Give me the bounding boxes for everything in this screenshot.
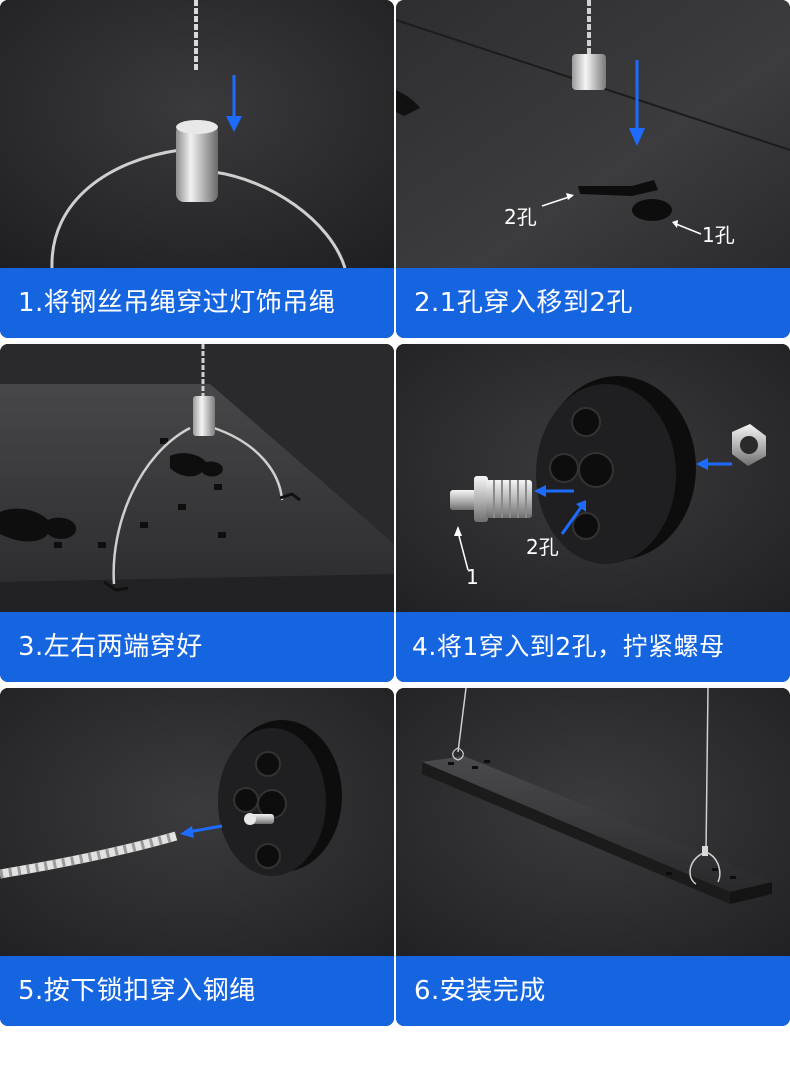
linear-lamp (422, 756, 772, 904)
hole-1-label: 1孔 (702, 223, 735, 247)
page-bottom-margin (0, 1032, 790, 1078)
step-1-card: 1.将钢丝吊绳穿过灯饰吊绳 (0, 0, 394, 338)
suspension-cable (705, 688, 709, 853)
step-6-card: 6.安装完成 (396, 688, 790, 1026)
step-5-caption: 5.按下锁扣穿入钢绳 (0, 956, 394, 1026)
step-3-illustration (0, 344, 394, 612)
crimp-sleeve (193, 396, 215, 436)
step-4-card: 2孔 1 4.将1穿入到2孔，拧紧螺母 (396, 344, 790, 682)
hole-2-label: 2孔 (526, 535, 559, 559)
step-4-illustration: 2孔 1 (396, 344, 790, 612)
crimp-sleeve (572, 54, 606, 90)
left-arrow-icon (534, 485, 574, 497)
left-arrow-icon (180, 824, 223, 838)
step-5-card: 5.按下锁扣穿入钢绳 (0, 688, 394, 1026)
step-2-card: 2孔 1孔 2.1孔穿入移到2孔 (396, 0, 790, 338)
step-3-card: 3.左右两端穿好 (0, 344, 394, 682)
step-2-illustration: 2孔 1孔 (396, 0, 790, 268)
suspension-cable (457, 688, 467, 753)
step-6-illustration (396, 688, 790, 956)
part-1-label: 1 (466, 565, 479, 589)
step-4-caption: 4.将1穿入到2孔，拧紧螺母 (396, 612, 790, 682)
down-arrow-icon (629, 60, 645, 146)
step-5-illustration (0, 688, 394, 956)
threaded-bolt (450, 476, 532, 522)
step-2-caption: 2.1孔穿入移到2孔 (396, 268, 790, 338)
step-1-illustration (0, 0, 394, 268)
step-3-caption: 3.左右两端穿好 (0, 612, 394, 682)
hole-2-label: 2孔 (504, 205, 537, 229)
crimp-sleeve (176, 124, 218, 202)
step-6-caption: 6.安装完成 (396, 956, 790, 1026)
left-arrow-icon (696, 458, 732, 470)
down-arrow-icon (226, 75, 242, 132)
step-1-caption: 1.将钢丝吊绳穿过灯饰吊绳 (0, 268, 394, 338)
